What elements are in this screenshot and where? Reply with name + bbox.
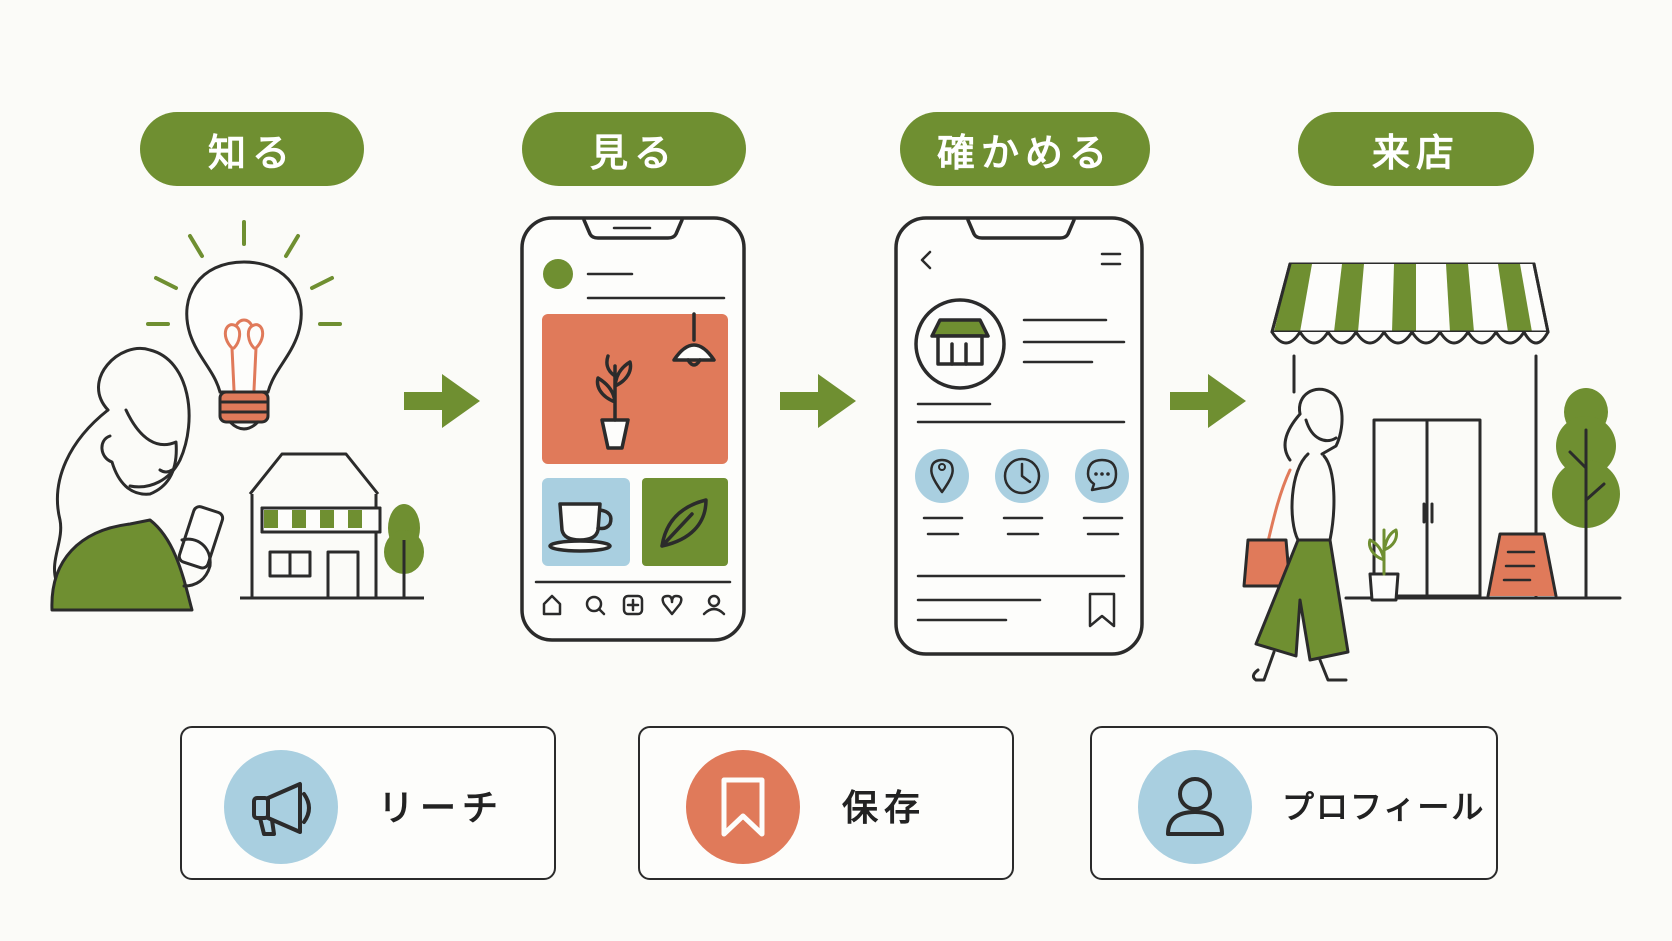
feature-label-save: 保存 <box>842 788 927 829</box>
feature-icon-circle <box>1138 750 1252 864</box>
search-icon <box>585 595 603 613</box>
clock-icon <box>1003 457 1041 495</box>
storefront-illustration <box>1270 262 1622 602</box>
menu-icon <box>1100 252 1122 266</box>
lightbulb-icon <box>146 220 342 431</box>
megaphone-icon <box>252 782 311 836</box>
user-icon <box>1166 777 1224 836</box>
phone-profile-illustration <box>894 216 1144 656</box>
feature-icon-circle <box>686 750 800 864</box>
add-post-icon <box>622 594 644 616</box>
feature-card-profile: プロフィール <box>1090 726 1498 880</box>
step-pill-confirm: 確かめる <box>900 112 1150 186</box>
woman-with-phone-illustration <box>50 347 225 612</box>
step-pill-see: 見る <box>522 112 746 186</box>
chat-bubble-icon <box>1086 458 1118 492</box>
feature-label-profile: プロフィール <box>1282 788 1486 826</box>
small-shop-illustration <box>240 452 424 600</box>
arrow-right-icon-3 <box>1170 374 1246 428</box>
arrow-right-icon-1 <box>404 374 480 428</box>
step-pill-know: 知る <box>140 112 364 186</box>
feature-icon-circle <box>224 750 338 864</box>
profile-tab-icon <box>707 594 721 608</box>
bookmark-icon <box>721 777 765 837</box>
back-arrow-icon <box>920 250 932 270</box>
location-pin-icon <box>930 458 954 494</box>
walking-woman-illustration <box>1242 387 1350 682</box>
step-pill-visit: 来店 <box>1298 112 1534 186</box>
home-icon <box>542 594 562 616</box>
feature-card-reach: リーチ <box>180 726 556 880</box>
feature-label-reach: リーチ <box>378 788 505 829</box>
arrow-right-icon-2 <box>780 374 856 428</box>
heart-icon <box>661 594 683 616</box>
phone-feed-illustration <box>520 216 746 642</box>
bookmark-tab-icon <box>1088 592 1116 628</box>
feature-card-save: 保存 <box>638 726 1014 880</box>
